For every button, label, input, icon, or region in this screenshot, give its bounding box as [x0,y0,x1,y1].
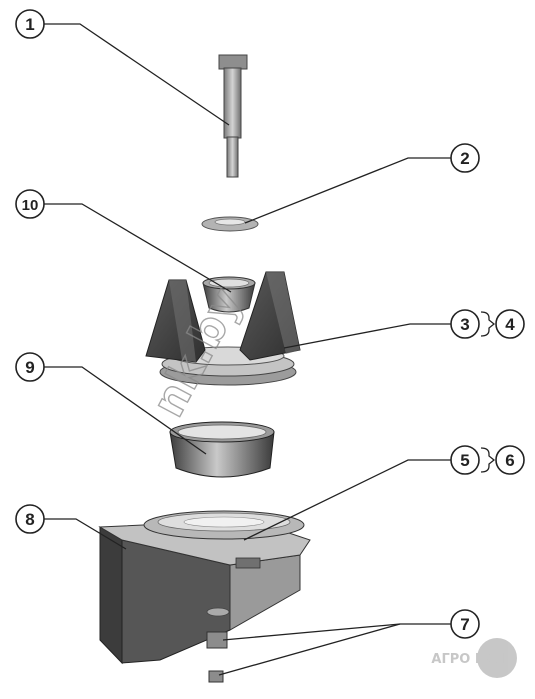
part-9-large-cup [169,421,275,478]
svg-text:4: 4 [505,315,515,334]
part-7-small-parts [206,607,230,683]
part-5-6-dish [143,510,305,540]
svg-text:8: 8 [25,510,34,529]
callout-3: 3 [450,309,480,339]
callout-5: 5 [450,445,480,475]
svg-text:7: 7 [460,615,469,634]
callout-4: 4 [495,309,525,339]
svg-text:6: 6 [505,451,514,470]
pair-brackets [480,311,496,473]
callout-2: 2 [450,143,480,173]
part-1-pin [218,54,248,178]
callout-6: 6 [495,445,525,475]
agro-logo: АГРО ГКЛ [431,638,517,678]
part-8-housing [98,519,311,665]
svg-text:АГРО ГКЛ: АГРО ГКЛ [431,652,504,667]
leader-lines [44,23,451,676]
callout-9: 9 [15,352,45,382]
part-3-4-fork-assembly [145,271,301,386]
part-10-small-cup [202,276,256,313]
svg-text:2: 2 [460,149,469,168]
part-2-washer [201,216,259,232]
callout-10: 10 [15,189,45,219]
svg-text:9: 9 [25,358,34,377]
svg-text:5: 5 [460,451,469,470]
svg-text:10: 10 [22,197,39,214]
callout-8: 8 [15,504,45,534]
svg-text:3: 3 [460,315,469,334]
callout-1: 1 [15,9,45,39]
callout-7: 7 [450,609,480,639]
svg-text:1: 1 [25,15,34,34]
